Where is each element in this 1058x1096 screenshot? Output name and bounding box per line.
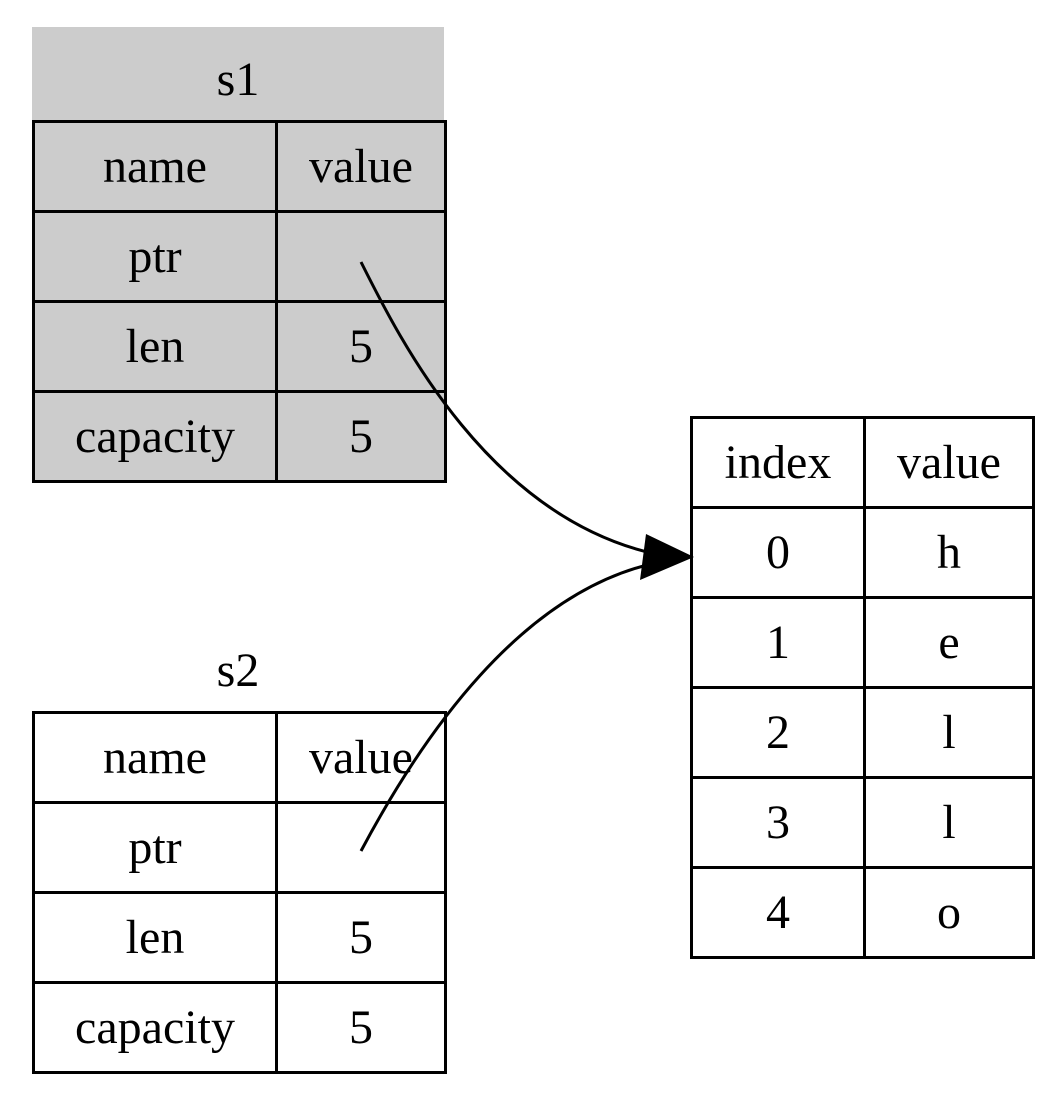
s1-header-value: value — [275, 120, 447, 213]
heap-index: 1 — [690, 596, 866, 689]
s2-ptr-value — [275, 801, 447, 894]
heap-header-index: index — [690, 416, 866, 509]
s2-row-len: len 5 — [32, 891, 447, 984]
s2-row-capacity: capacity 5 — [32, 981, 447, 1074]
s1-table: name value ptr len 5 capacity 5 — [32, 120, 447, 483]
s2-ptr-name: ptr — [32, 801, 278, 894]
s1-ptr-name: ptr — [32, 210, 278, 303]
heap-row: 1 e — [690, 596, 1035, 689]
arrowhead-icon — [640, 534, 694, 580]
s1-len-name: len — [32, 300, 278, 393]
s2-header-row: name value — [32, 711, 447, 804]
s2-capacity-value: 5 — [275, 981, 447, 1074]
s1-len-value: 5 — [275, 300, 447, 393]
heap-value: e — [863, 596, 1035, 689]
heap-row: 2 l — [690, 686, 1035, 779]
s2-len-name: len — [32, 891, 278, 984]
heap-value: l — [863, 686, 1035, 779]
heap-index: 3 — [690, 776, 866, 869]
s2-len-value: 5 — [275, 891, 447, 984]
s1-header-row: name value — [32, 120, 447, 213]
heap-row: 3 l — [690, 776, 1035, 869]
s1-row-len: len 5 — [32, 300, 447, 393]
heap-index: 0 — [690, 506, 866, 599]
s2-header-value: value — [275, 711, 447, 804]
heap-index: 4 — [690, 866, 866, 959]
s2-header-name: name — [32, 711, 278, 804]
s1-row-capacity: capacity 5 — [32, 390, 447, 483]
s2-capacity-name: capacity — [32, 981, 278, 1074]
heap-value: h — [863, 506, 1035, 599]
s1-title-background — [32, 27, 444, 120]
s1-ptr-value — [275, 210, 447, 303]
heap-index: 2 — [690, 686, 866, 779]
s1-header-name: name — [32, 120, 278, 213]
s2-title: s2 — [216, 644, 260, 697]
heap-value: l — [863, 776, 1035, 869]
s2-row-ptr: ptr — [32, 801, 447, 894]
s1-title: s1 — [216, 53, 260, 106]
s1-row-ptr: ptr — [32, 210, 447, 303]
heap-header-value: value — [863, 416, 1035, 509]
heap-table: index value 0 h 1 e 2 l 3 l 4 o — [690, 416, 1035, 959]
s1-capacity-value: 5 — [275, 390, 447, 483]
heap-header-row: index value — [690, 416, 1035, 509]
heap-row: 4 o — [690, 866, 1035, 959]
s1-capacity-name: capacity — [32, 390, 278, 483]
heap-row: 0 h — [690, 506, 1035, 599]
s2-table: name value ptr len 5 capacity 5 — [32, 711, 447, 1074]
heap-value: o — [863, 866, 1035, 959]
